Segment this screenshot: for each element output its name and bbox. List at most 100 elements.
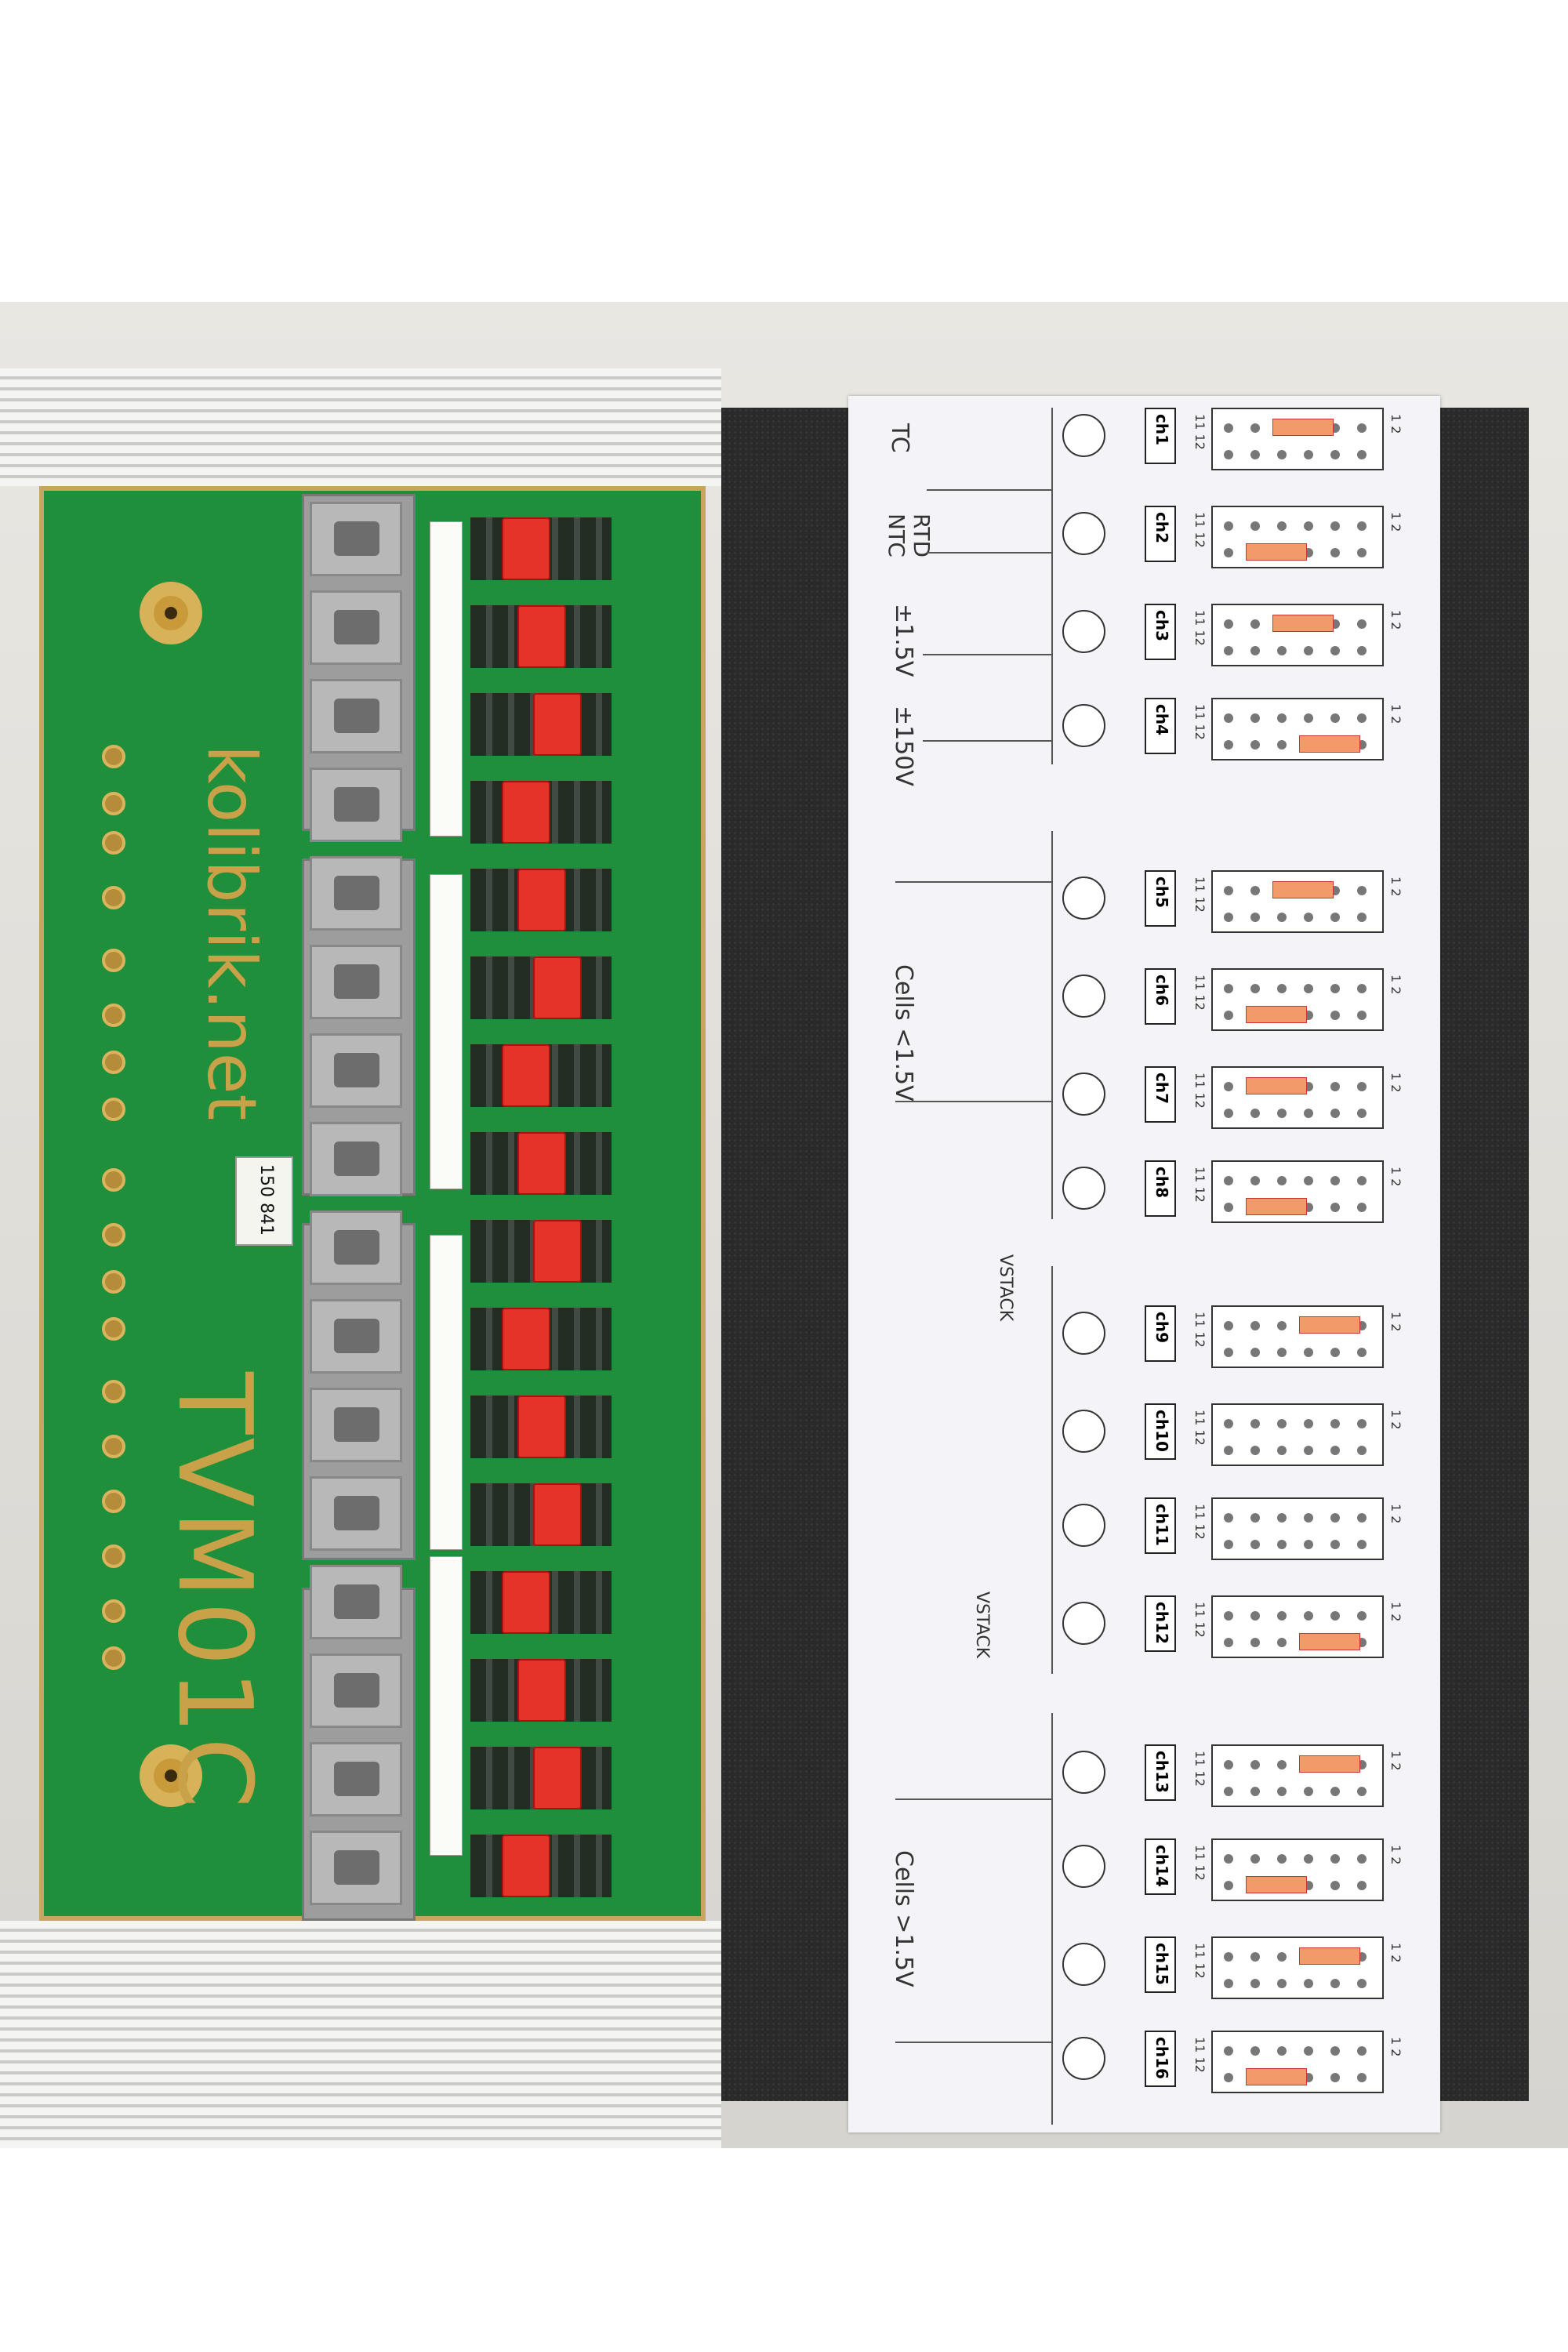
channel-label-box: ch2 (1145, 506, 1176, 562)
solder-pad (102, 1223, 125, 1247)
jumper-setting-highlight (1272, 419, 1334, 436)
jumper-diagram (1211, 698, 1384, 760)
serial-label: 150 841 (235, 1156, 293, 1246)
jumper-diagram (1211, 968, 1384, 1031)
channel-label-box: ch14 (1145, 1838, 1176, 1895)
connector-symbol (1062, 610, 1105, 653)
jumper (502, 517, 550, 580)
channel-label-box: ch3 (1145, 604, 1176, 660)
schematic-wiring (895, 408, 1053, 2125)
channel-label-box: ch13 (1145, 1744, 1176, 1801)
column-numbers: 11 12 (1192, 1751, 1207, 1787)
channel-label-box: ch1 (1145, 408, 1176, 464)
connector-symbol (1062, 975, 1105, 1018)
column-numbers-right: 1 2 (1388, 1845, 1403, 1865)
jumper-diagram (1211, 1936, 1384, 1999)
connector-symbol (1062, 1410, 1105, 1453)
jumper-setting-highlight (1299, 1947, 1360, 1965)
terminal-clamp (310, 1122, 402, 1196)
jumper-setting-highlight (1299, 735, 1360, 753)
connector-symbol (1062, 704, 1105, 747)
solder-pad (102, 1646, 125, 1670)
solder-pad (102, 831, 125, 855)
jumper (533, 956, 582, 1019)
connector-symbol (1062, 1073, 1105, 1116)
jumper (533, 1747, 582, 1809)
terminal-clamp (310, 945, 402, 1019)
channel-label-strip-3 (430, 1235, 463, 1550)
terminal-clamp (310, 768, 402, 842)
solder-pad (102, 1490, 125, 1513)
connector-symbol (1062, 1312, 1105, 1355)
jumper (502, 1308, 550, 1370)
jumper-setting-highlight (1272, 615, 1334, 632)
column-numbers: 11 12 (1192, 1167, 1207, 1203)
terminal-clamp (310, 1831, 402, 1905)
solder-pad (102, 745, 125, 768)
column-numbers-right: 1 2 (1388, 610, 1403, 630)
column-numbers-right: 1 2 (1388, 704, 1403, 724)
solder-pad (102, 792, 125, 815)
connector-symbol (1062, 1751, 1105, 1794)
column-numbers-right: 1 2 (1388, 1167, 1403, 1187)
channel-label-text: ch2 (1152, 512, 1171, 544)
column-numbers-right: 1 2 (1388, 877, 1403, 897)
connector-symbol (1062, 2037, 1105, 2080)
terminal-clamp (310, 856, 402, 931)
channel-label-text: ch13 (1152, 1751, 1171, 1793)
jumper (517, 1132, 566, 1195)
jumper-setting-highlight (1272, 881, 1334, 898)
solder-pad (102, 949, 125, 972)
connector-symbol (1062, 1504, 1105, 1547)
channel-label-strip-4 (430, 1556, 463, 1856)
jumper-setting-highlight (1299, 1755, 1360, 1773)
jumper-diagram (1211, 1403, 1384, 1466)
channel-label-text: ch5 (1152, 877, 1171, 909)
solder-pad (102, 1544, 125, 1568)
jumper-diagram (1211, 1160, 1384, 1223)
column-numbers: 11 12 (1192, 1943, 1207, 1979)
column-numbers: 11 12 (1192, 1845, 1207, 1881)
column-numbers-right: 1 2 (1388, 1410, 1403, 1430)
channel-label-text: ch6 (1152, 975, 1171, 1007)
channel-label-text: ch7 (1152, 1073, 1171, 1105)
connector-symbol (1062, 414, 1105, 457)
jumper (502, 781, 550, 844)
channel-label-text: ch8 (1152, 1167, 1171, 1199)
jumper (517, 1659, 566, 1722)
jumper (502, 1044, 550, 1107)
channel-label-box: ch5 (1145, 870, 1176, 927)
channel-label-box: ch16 (1145, 2031, 1176, 2087)
channel-label-text: ch10 (1152, 1410, 1171, 1452)
jumper-diagram (1211, 870, 1384, 933)
column-numbers: 11 12 (1192, 414, 1207, 450)
terminal-clamp (310, 590, 402, 665)
column-numbers: 11 12 (1192, 610, 1207, 646)
jumper-setting-highlight (1299, 1316, 1360, 1334)
column-numbers: 11 12 (1192, 2037, 1207, 2073)
jumper-diagram (1211, 408, 1384, 470)
channel-label-box: ch12 (1145, 1595, 1176, 1652)
channel-label-box: ch15 (1145, 1936, 1176, 1993)
connector-symbol (1062, 1943, 1105, 1986)
terminal-clamp (310, 502, 402, 576)
column-numbers: 11 12 (1192, 1504, 1207, 1540)
channel-label-text: ch11 (1152, 1504, 1171, 1546)
connector-symbol (1062, 1167, 1105, 1210)
column-numbers-right: 1 2 (1388, 1602, 1403, 1622)
channel-label-text: ch4 (1152, 704, 1171, 736)
channel-label-box: ch7 (1145, 1066, 1176, 1123)
column-numbers-right: 1 2 (1388, 1073, 1403, 1093)
connector-symbol (1062, 1845, 1105, 1888)
solder-pad (102, 1051, 125, 1074)
jumper-setting-highlight (1246, 1198, 1307, 1215)
channel-label-text: ch16 (1152, 2037, 1171, 2079)
column-numbers: 11 12 (1192, 877, 1207, 913)
model-text: TVM01C (155, 1372, 274, 1812)
connector-symbol (1062, 512, 1105, 555)
jumper-setting-highlight (1246, 2068, 1307, 2085)
mounting-hole-top (140, 582, 202, 644)
channel-label-strip-1 (430, 521, 463, 837)
jumper (533, 1220, 582, 1283)
terminal-clamp (310, 1033, 402, 1108)
